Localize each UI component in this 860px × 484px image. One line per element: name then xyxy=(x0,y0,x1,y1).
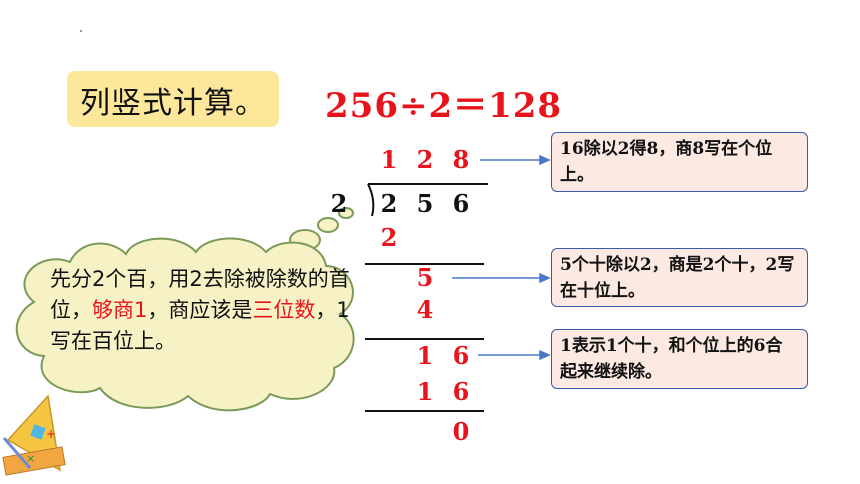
quotient-digit-ones: 8 xyxy=(452,145,470,174)
divisor: 2 xyxy=(330,189,348,218)
step1-product: 2 xyxy=(380,223,398,252)
svg-text:×: × xyxy=(26,452,35,465)
note-ones-step: 16除以2得8，商8写在个位上。 xyxy=(551,132,808,192)
decorative-dot xyxy=(80,30,82,32)
final-remainder: 0 xyxy=(452,417,470,446)
arrow-2-head xyxy=(539,272,551,284)
step3-product-tens: 1 xyxy=(416,377,434,406)
cloud-highlight-enough: 够商1 xyxy=(92,298,148,322)
page-title: 列竖式计算。 xyxy=(80,86,266,121)
cloud-highlight-three-digit: 三位数 xyxy=(252,298,316,322)
step2-product: 4 xyxy=(416,295,434,324)
dividend-digit-hundreds: 2 xyxy=(380,189,398,218)
dividend-digit-tens: 5 xyxy=(416,189,434,218)
svg-text:+: + xyxy=(46,427,56,441)
cloud-text-part3: ，1写在百位上。 xyxy=(50,298,350,353)
equation: 256÷2＝128 xyxy=(325,86,563,126)
step2-remainder: 5 xyxy=(416,263,434,292)
step3-product-ones: 6 xyxy=(452,377,470,406)
cloud-text-part2: ，商应该是 xyxy=(147,298,253,322)
division-bracket xyxy=(367,183,375,217)
title-box xyxy=(67,71,279,127)
math-tools-icon: + × xyxy=(2,394,66,476)
arrow-1-head xyxy=(539,154,551,166)
thought-cloud xyxy=(15,207,355,412)
dividend-digit-ones: 6 xyxy=(452,189,470,218)
quotient-digit-tens: 2 xyxy=(416,145,434,174)
step3-remainder-tens: 1 xyxy=(416,341,434,370)
note-tens-step: 5个十除以2，商是2个十，2写在十位上。 xyxy=(551,248,808,307)
note-remainder-step: 1表示1个十，和个位上的6合起来继续除。 xyxy=(551,329,808,389)
arrow-3-head xyxy=(539,349,551,361)
step3-remainder-ones: 6 xyxy=(452,341,470,370)
quotient-digit-hundreds: 1 xyxy=(380,145,398,174)
cloud-text-part1: 先分2个百，用2去除被除数的首位， xyxy=(50,267,350,322)
cloud-explanation: 先分2个百，用2去除被除数的首位，够商1，商应该是三位数，1写在百位上。 xyxy=(50,264,350,357)
